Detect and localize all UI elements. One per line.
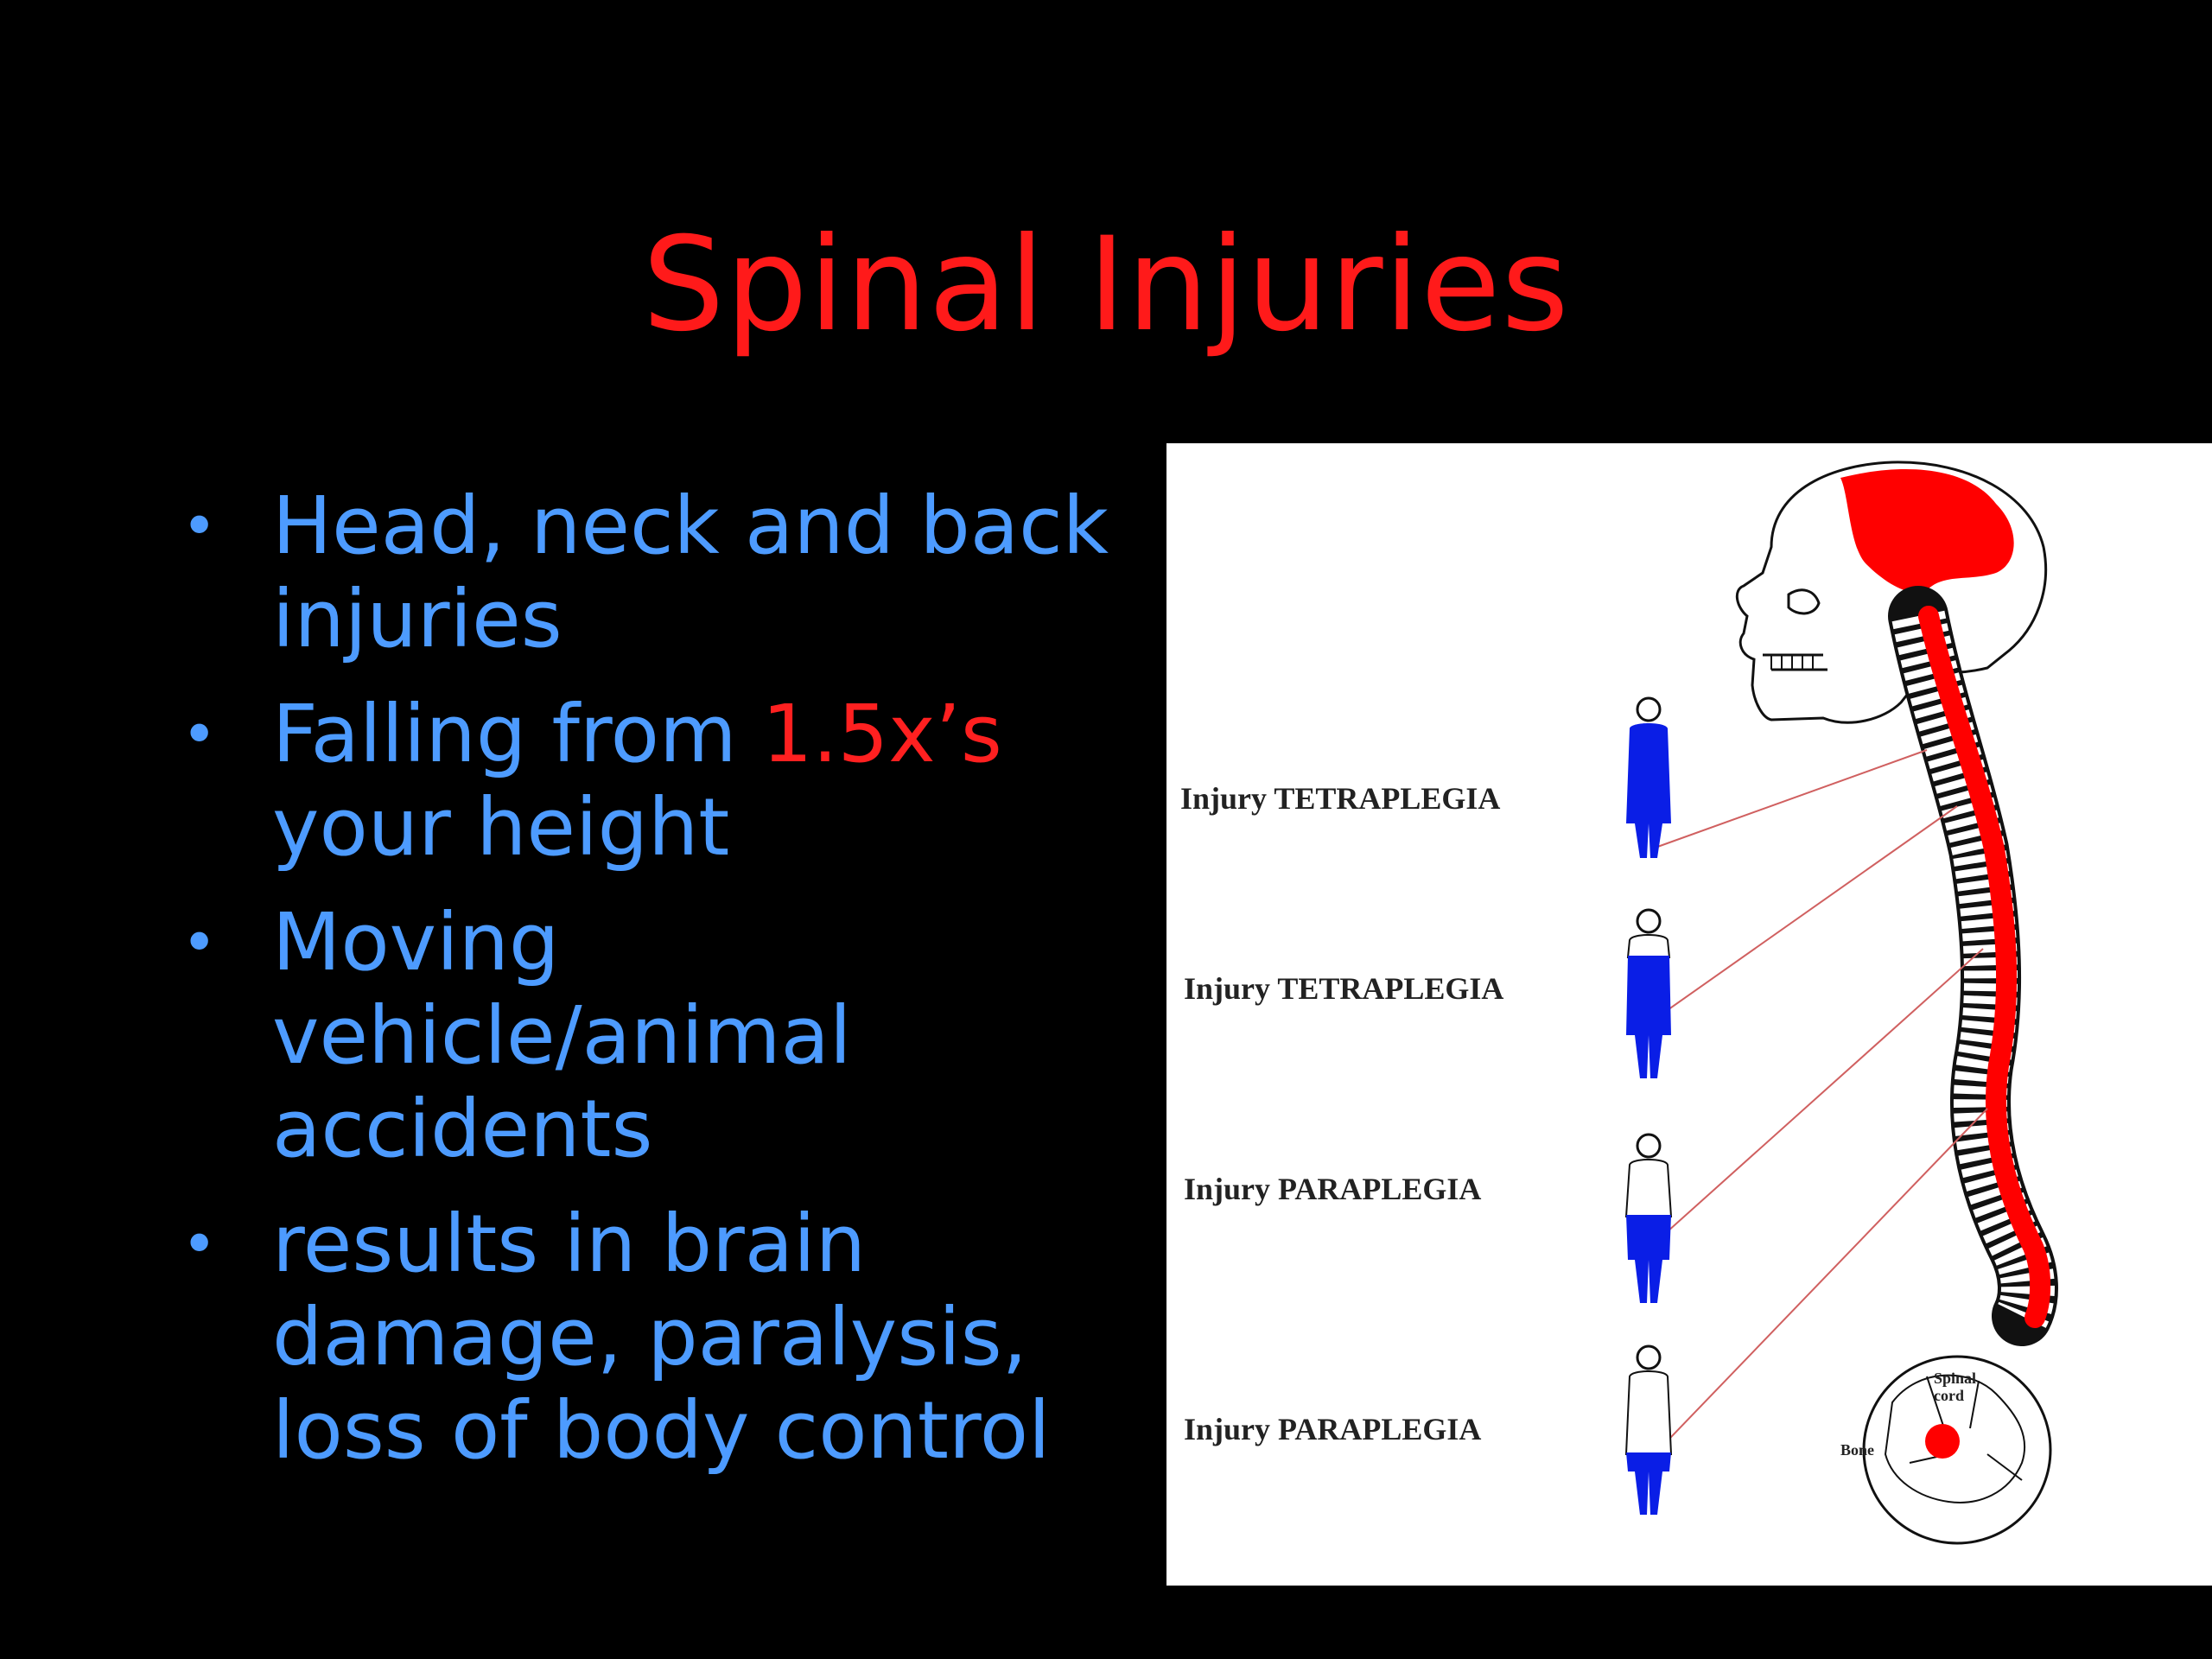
skull-icon	[1735, 461, 2048, 724]
injury-label-4: Injury PARAPLEGIA	[1184, 1412, 1482, 1446]
bullet-item-1: Head, neck and back injuries	[181, 480, 1149, 666]
human-figure-icon	[1626, 696, 1671, 858]
bullet-list: Head, neck and back injuries Falling fro…	[181, 480, 1149, 1499]
bullet-item-2: Falling from 1.5x’s your height	[181, 688, 1149, 874]
injury-label-3: Injury PARAPLEGIA	[1184, 1172, 1482, 1206]
bullet-text: Head, neck and back injuries	[272, 480, 1109, 665]
bullet-text: Moving vehicle/animal accidents	[272, 896, 852, 1175]
bullet-highlight: 1.5x’s	[761, 688, 1002, 780]
bullet-text-after: your height	[272, 781, 730, 874]
injury-label-1: Injury TETRAPLEGIA	[1180, 781, 1501, 816]
spine-icon	[1888, 586, 2058, 1346]
slide-title: Spinal Injuries	[642, 210, 1570, 360]
human-figure-icon	[1624, 1133, 1673, 1303]
spinal-injury-diagram: Injury TETRAPLEGIA Injury TETRAPLEGIA In…	[1166, 443, 2212, 1586]
connector-lines	[1649, 749, 1988, 1459]
injury-label-2: Injury TETRAPLEGIA	[1184, 971, 1504, 1006]
diagram-drawing	[1624, 461, 2058, 1545]
human-figure-icon	[1626, 908, 1671, 1078]
bone-label: Bone	[1840, 1441, 1875, 1459]
human-figure-icon	[1624, 1344, 1673, 1515]
cross-section-icon	[1862, 1355, 2052, 1545]
bullet-item-3: Moving vehicle/animal accidents	[181, 896, 1149, 1176]
bullet-text-before: Falling from	[272, 688, 762, 780]
bullet-text: results in brain damage, paralysis, loss…	[272, 1198, 1051, 1477]
spinal-cord-label: Spinal cord	[1934, 1370, 1977, 1404]
bullet-item-4: results in brain damage, paralysis, loss…	[181, 1198, 1149, 1478]
